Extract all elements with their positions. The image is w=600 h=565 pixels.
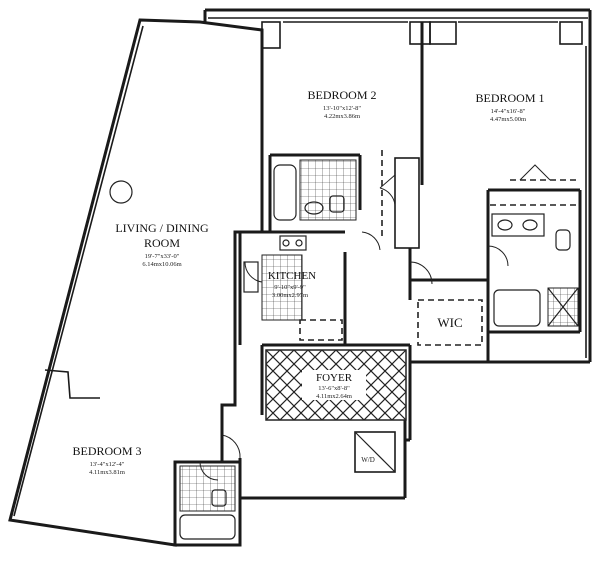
bathtub bbox=[179, 514, 236, 540]
stove bbox=[279, 235, 307, 251]
living-name-line1: LIVING / DINING bbox=[115, 221, 209, 235]
foyer-name: FOYER bbox=[316, 372, 353, 384]
bathroom-1 bbox=[490, 204, 579, 327]
bedroom2-dims-imperial: 13'-10"x12'-8" bbox=[323, 105, 361, 112]
bedroom3-dims-metric: 4.11mx3.81m bbox=[89, 469, 125, 476]
bedroom1-dims-imperial: 14'-4"x16'-8" bbox=[491, 108, 526, 115]
kitchen-counter bbox=[299, 319, 343, 341]
foyer-dims-imperial: 13'-6"x8'-8" bbox=[318, 385, 350, 392]
foyer-dims-metric: 4.11mx2.64m bbox=[316, 393, 352, 400]
room-labels: BEDROOM 2 13'-10"x12'-8" 4.22mx3.86m BED… bbox=[72, 88, 544, 476]
sink bbox=[304, 201, 324, 215]
bathtub bbox=[493, 289, 541, 327]
wic-name: WIC bbox=[437, 315, 462, 330]
toilet bbox=[211, 489, 227, 507]
vanity bbox=[491, 213, 545, 237]
living-name-line2: ROOM bbox=[144, 236, 180, 250]
column bbox=[109, 180, 133, 204]
kitchen-dims-metric: 3.00mx2.97m bbox=[272, 292, 308, 299]
toilet bbox=[329, 195, 345, 213]
windows bbox=[13, 21, 587, 517]
bedroom2-name: BEDROOM 2 bbox=[307, 88, 376, 102]
living-dims-imperial: 19'-7"x33'-0" bbox=[145, 253, 180, 260]
living-wing-outline bbox=[8, 18, 264, 547]
bedroom3-dims-imperial: 13'-4"x12'-4" bbox=[90, 461, 125, 468]
bedroom2-dims-metric: 4.22mx3.86m bbox=[324, 113, 360, 120]
kitchen-name: KITCHEN bbox=[268, 270, 316, 282]
bedroom1-name: BEDROOM 1 bbox=[475, 91, 544, 105]
toilet bbox=[555, 229, 571, 251]
kitchen-dims-imperial: 9'-10"x9'-9" bbox=[274, 284, 306, 291]
balcony-notch bbox=[44, 369, 100, 399]
foyer-label-bg bbox=[302, 370, 366, 400]
interior-walls bbox=[173, 21, 583, 547]
washer-dryer-label: W/D bbox=[361, 456, 375, 464]
bathtub bbox=[273, 164, 297, 221]
bedroom3-name: BEDROOM 3 bbox=[72, 444, 141, 458]
sink bbox=[243, 261, 259, 293]
bathroom-3 bbox=[179, 465, 236, 540]
wic-outline bbox=[417, 299, 483, 346]
living-dims-metric: 6.14mx10.06m bbox=[142, 261, 181, 268]
bedroom1-dims-metric: 4.47mx5.00m bbox=[490, 116, 526, 123]
door-swings bbox=[199, 164, 551, 481]
kitchen-fixtures bbox=[243, 235, 343, 341]
bathroom-2 bbox=[273, 159, 357, 221]
